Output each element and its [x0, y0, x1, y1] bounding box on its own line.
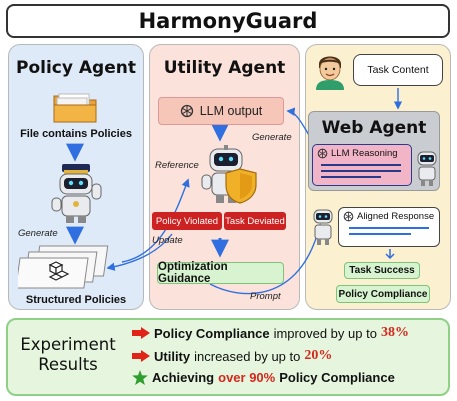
red-arrow-icon [132, 350, 150, 362]
llm-reasoning-box: LLM Reasoning [312, 144, 412, 186]
web-robot-icon [417, 151, 437, 186]
task-deviated-label: Task Deviated [225, 215, 285, 227]
user-avatar-icon [316, 56, 344, 90]
result-3-red: over 90% [218, 370, 276, 385]
llm-reasoning-label: LLM Reasoning [331, 148, 398, 159]
task-content-bubble: Task Content [353, 54, 443, 86]
openai-icon [317, 148, 328, 159]
update-arrow [106, 233, 173, 271]
experiment-results-box [6, 318, 450, 396]
openai-icon [343, 211, 354, 222]
result-3-bold-a: Achieving [152, 370, 215, 385]
result-3-bold-b: Policy Compliance [279, 370, 395, 385]
result-1-text: improved by up to [273, 325, 377, 341]
prompt-arrow [209, 223, 323, 295]
reference-arrow [121, 178, 190, 263]
utility-generate-label: Generate [252, 132, 292, 143]
result-2-value: 20% [304, 348, 333, 363]
result-2-bold: Utility [154, 348, 191, 364]
task-success-tag: Task Success [344, 262, 420, 279]
aligned-response-box: Aligned Response [338, 207, 440, 247]
down-arrow-icon [385, 249, 395, 259]
result-2-text: increased by up to [194, 348, 301, 364]
file-label: File contains Policies [20, 128, 132, 140]
utility-agent-title: Utility Agent [163, 58, 286, 78]
results-heading-line2: Results [38, 355, 98, 374]
result-line-3: Achieving over 90% Policy Compliance [132, 370, 395, 385]
task-deviated-tag: Task Deviated [224, 212, 286, 230]
star-icon [132, 370, 148, 385]
structured-label: Structured Policies [25, 294, 127, 306]
result-1-value: 38% [380, 325, 409, 340]
policy-violated-tag: Policy Violated [152, 212, 222, 230]
folder-icon [53, 93, 97, 123]
policy-compliance-tag: Policy Compliance [336, 285, 430, 303]
policy-compliance-label: Policy Compliance [338, 288, 428, 300]
policy-generate-label: Generate [18, 228, 58, 239]
result-line-1: Policy Compliance improved by up to 38% [132, 325, 409, 341]
structured-policies-stack [18, 245, 109, 289]
llm-output-label: LLM output [199, 104, 263, 118]
aligned-robot-icon [313, 209, 333, 245]
red-arrow-icon [132, 327, 150, 339]
llm-output-box: LLM output [158, 97, 284, 125]
prompt-label: Prompt [250, 291, 281, 302]
aligned-response-label: Aligned Response [357, 211, 435, 222]
update-label: Update [152, 235, 183, 246]
results-heading: Experiment Results [14, 335, 122, 375]
web-agent-title: Web Agent [321, 118, 427, 138]
openai-icon [180, 104, 193, 118]
result-1-bold: Policy Compliance [154, 325, 270, 341]
policy-violated-label: Policy Violated [155, 215, 219, 227]
optimization-guidance-box: Optimization Guidance [157, 261, 284, 285]
police-robot-icon [51, 164, 102, 223]
results-heading-line1: Experiment [20, 335, 116, 354]
task-success-label: Task Success [349, 265, 415, 276]
result-line-2: Utility increased by up to 20% [132, 348, 332, 364]
shield-robot-icon [201, 145, 257, 204]
optimization-label: Optimization Guidance [158, 261, 228, 285]
page-title: HarmonyGuard [138, 9, 318, 33]
title-bar: HarmonyGuard [6, 4, 450, 38]
reference-label: Reference [155, 160, 199, 171]
task-content-label: Task Content [367, 64, 429, 76]
policy-agent-title: Policy Agent [16, 58, 136, 78]
